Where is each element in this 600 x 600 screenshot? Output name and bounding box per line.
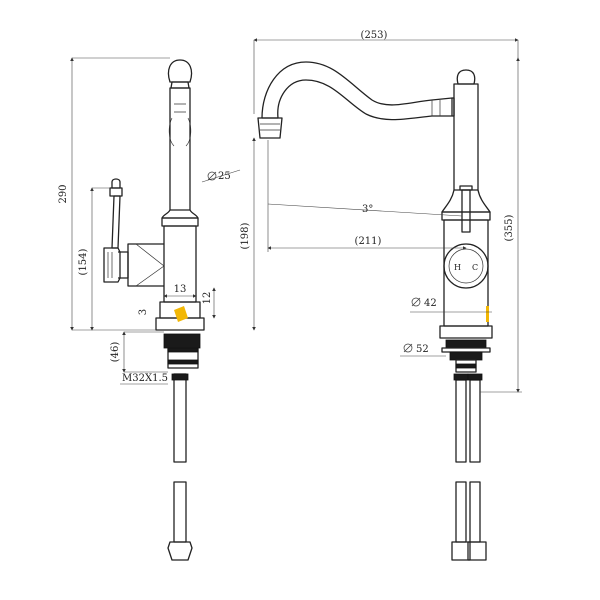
front-mounting-nut <box>445 339 487 349</box>
cold-marking: C <box>472 263 478 272</box>
dim-253: (253) <box>361 30 388 41</box>
dim-13: 13 <box>174 284 187 295</box>
dim-290: 290 <box>58 184 69 203</box>
hot-marking: H <box>454 263 461 272</box>
spout <box>261 61 453 121</box>
side-view: 290 (154) 25 13 12 3 (46) M32X1.5 <box>58 57 241 561</box>
dim-154: (154) <box>78 248 89 275</box>
handle-arm <box>127 243 164 287</box>
dim-52: 52 <box>416 344 429 355</box>
handle-face <box>443 243 489 289</box>
dim-thread: M32X1.5 <box>122 373 168 384</box>
supply-hose <box>173 373 187 463</box>
dim-211: (211) <box>355 236 382 247</box>
column <box>453 83 479 191</box>
accent-marker <box>174 306 188 322</box>
front-hose-right <box>469 379 481 463</box>
mounting-nut <box>163 333 201 349</box>
dim-25: 25 <box>218 171 231 182</box>
front-accent <box>486 306 489 322</box>
dim-46: (46) <box>110 342 121 363</box>
aerator <box>257 117 283 139</box>
dim-12: 12 <box>202 292 213 305</box>
handle-lever <box>111 195 121 249</box>
dim-355: (355) <box>504 214 515 241</box>
dim-198: (198) <box>240 222 251 249</box>
dim-42: 42 <box>424 298 437 309</box>
top-finial <box>167 59 193 83</box>
dim-3: 3 <box>138 309 149 315</box>
front-hose-left <box>455 379 467 463</box>
front-view: H C (253) (211) 3° (198) (355) <box>240 30 522 561</box>
column-upper <box>169 87 191 211</box>
dim-angle: 3° <box>362 204 373 215</box>
